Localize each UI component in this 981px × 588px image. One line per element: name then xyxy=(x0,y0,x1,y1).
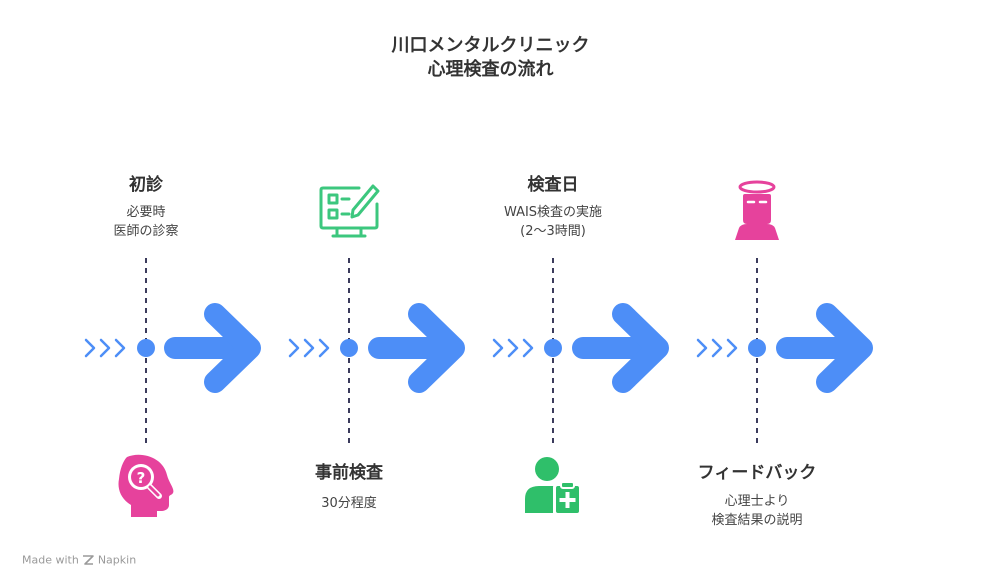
step-2-heading: 事前検査 xyxy=(315,463,383,483)
title-line-2: 心理検査の流れ xyxy=(427,59,554,80)
big-arrow-2 xyxy=(368,303,465,393)
step-1-description: 必要時 医師の診察 xyxy=(113,203,178,241)
angel-person-icon xyxy=(735,180,779,240)
made-with-napkin-credit[interactable]: Made with Napkin xyxy=(22,553,136,567)
title-line-1: 川口メンタルクリニック xyxy=(391,35,590,56)
chevrons-1 xyxy=(84,338,126,358)
chevrons-3 xyxy=(492,338,534,358)
monitor-checklist-icon xyxy=(319,184,380,238)
step-1-heading: 初診 xyxy=(129,175,163,195)
diagram-title: 川口メンタルクリニック 心理検査の流れ xyxy=(0,34,981,82)
node-4 xyxy=(748,339,766,357)
big-arrow-3 xyxy=(572,303,669,393)
step-4-desc-line-1: 心理士より xyxy=(724,494,790,509)
chevrons-2 xyxy=(288,338,330,358)
step-3-heading: 検査日 xyxy=(527,175,579,195)
napkin-brand-label: Napkin xyxy=(97,553,137,567)
doctor-clipboard-icon xyxy=(525,457,581,515)
svg-text:?: ? xyxy=(137,469,146,487)
node-2 xyxy=(340,339,358,357)
step-1-desc-line-2: 医師の診察 xyxy=(113,224,179,239)
step-2-desc-line-1: 30分程度 xyxy=(321,496,377,511)
big-arrow-1 xyxy=(164,303,261,393)
step-3-description: WAIS検査の実施 (2〜3時間) xyxy=(504,203,602,241)
step-4-heading: フィードバック xyxy=(697,463,817,483)
made-with-label: Made with xyxy=(22,553,79,567)
step-4-description: 心理士より 検査結果の説明 xyxy=(711,492,802,530)
step-3-desc-line-1: WAIS検査の実施 xyxy=(503,205,603,220)
big-arrow-4 xyxy=(776,303,873,393)
step-2-description: 30分程度 xyxy=(321,494,377,513)
node-3 xyxy=(544,339,562,357)
step-3-desc-line-2: (2〜3時間) xyxy=(520,224,586,239)
step-1-desc-line-1: 必要時 xyxy=(126,205,166,220)
napkin-logo-icon xyxy=(83,555,95,565)
node-1 xyxy=(137,339,155,357)
step-4-desc-line-2: 検査結果の説明 xyxy=(711,513,803,528)
chevrons-4 xyxy=(696,338,738,358)
head-question-icon: ? xyxy=(118,454,174,517)
